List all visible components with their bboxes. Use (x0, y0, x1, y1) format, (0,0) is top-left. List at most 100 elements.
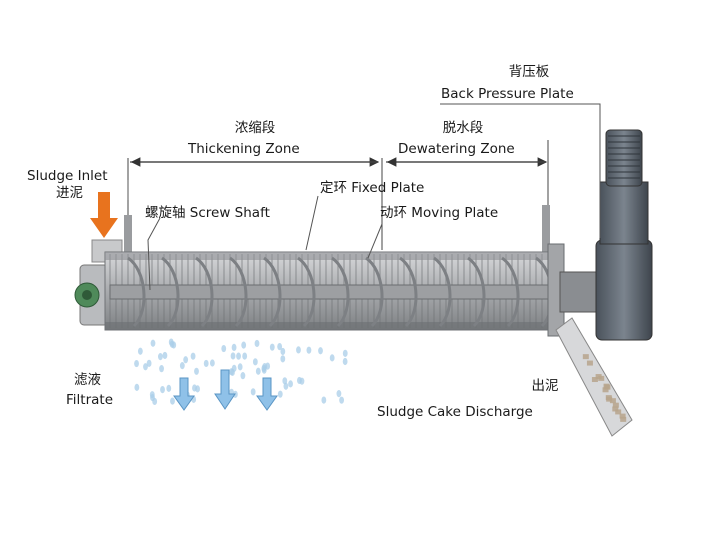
screw-flight (433, 256, 452, 328)
filtrate-drop (283, 382, 289, 390)
filtrate-drop (158, 353, 163, 361)
fixed-plate-label: 定环 Fixed Plate (320, 180, 425, 196)
screw-flight (399, 256, 418, 328)
back-pressure-label-en: Back Pressure Plate (441, 86, 574, 102)
filtrate-drop (336, 390, 342, 398)
filtrate-drop (179, 362, 185, 370)
filtrate-drop (321, 396, 327, 404)
filtrate-drop (297, 376, 302, 385)
filtrate-drop (306, 346, 312, 354)
filtrate-drop (329, 354, 335, 362)
screw-flight (331, 256, 350, 328)
screw-flight (263, 256, 282, 328)
filtrate-drop (255, 367, 261, 375)
filtrate-drop (242, 352, 248, 360)
discharge-label-en: Sludge Cake Discharge (377, 404, 533, 420)
filtrate-drop (231, 343, 237, 352)
dewatering-label-en: Dewatering Zone (398, 141, 515, 157)
filtrate-drop (152, 397, 158, 406)
filtrate-drop (134, 383, 140, 391)
filtrate-arrows (173, 369, 278, 411)
sludge-inlet-label-cn: 进泥 (56, 185, 83, 201)
screw-flight (127, 256, 146, 328)
filtrate-drop (192, 384, 197, 392)
sludge-cake-piece (604, 384, 611, 390)
filtrate-drop (168, 338, 174, 346)
sludge-inlet-label-en: Sludge Inlet (27, 168, 108, 184)
filtrate-drop (277, 342, 283, 351)
sludge-cake-piece (595, 374, 602, 380)
inlet-arrow (90, 192, 118, 238)
filtrate-drop (265, 362, 271, 370)
sludge-cake-piece (606, 396, 613, 402)
filtrate-drop (296, 346, 301, 354)
filtrate-drop (277, 390, 283, 398)
filtrate-drop (342, 357, 348, 366)
dewatering-label-cn: 脱水段 (442, 120, 484, 136)
filtrate-drop (237, 363, 243, 371)
moving-plate-label: 动环 Moving Plate (380, 205, 499, 221)
filtrate-drop (339, 396, 345, 404)
filtrate-drop (241, 341, 247, 349)
filtrate-label-en: Filtrate (66, 392, 113, 408)
filtrate-drop (280, 347, 286, 356)
filtrate-drop (209, 359, 215, 367)
sludge-cake-piece (612, 406, 619, 412)
zone-dimension-lines (127, 140, 549, 250)
filtrate-drop (146, 359, 152, 367)
filtrate-drop (261, 366, 267, 374)
filtrate-drop (252, 358, 258, 366)
screw-flight (501, 256, 520, 328)
screw-flight (467, 256, 486, 328)
filtrate-drop (137, 347, 143, 355)
gear-motor (559, 129, 653, 341)
filtrate-drops (134, 338, 348, 406)
screw-flight (195, 256, 214, 328)
screw-flight (161, 256, 180, 328)
filtrate-drop (194, 367, 199, 375)
filtrate-drop (282, 377, 288, 385)
filtrate-drop (269, 343, 275, 351)
filtrate-drop (166, 384, 172, 392)
filtrate-drop (230, 352, 236, 360)
sludge-cake-piece (619, 413, 626, 419)
filtrate-drop (143, 363, 148, 371)
filtrate-drop (160, 385, 165, 394)
filtrate-drop (288, 380, 293, 388)
sludge-cake (582, 354, 627, 422)
sludge-cake-piece (615, 409, 622, 415)
screw-shaft-label: 螺旋轴 Screw Shaft (145, 205, 270, 221)
thickening-label-cn: 浓缩段 (234, 120, 276, 136)
filtrate-drop (240, 372, 246, 380)
sludge-cake-piece (609, 398, 616, 404)
screw-flight (297, 256, 316, 328)
sludge-cake-piece (602, 387, 609, 393)
filtrate-drop (342, 349, 348, 357)
screw-flight (229, 256, 248, 328)
filtrate-drop (183, 356, 189, 364)
filtrate-drop (280, 355, 286, 363)
thickening-label-en: Thickening Zone (188, 141, 300, 157)
screw-flight (365, 256, 384, 328)
sludge-cake-piece (620, 416, 627, 422)
back-pressure-label-cn: 背压板 (508, 64, 550, 80)
filtrate-drop (190, 352, 196, 360)
sludge-cake-piece (582, 354, 589, 360)
filtrate-drop (150, 339, 156, 347)
discharge-chute (555, 317, 633, 437)
filtrate-drop (231, 364, 237, 372)
filtrate-drop (162, 351, 168, 360)
filtrate-drop (232, 390, 238, 398)
screw-flights (127, 256, 554, 328)
filtrate-drop (236, 352, 241, 360)
motor-fins (608, 135, 640, 179)
discharge-label-cn: 出泥 (531, 378, 559, 394)
filtrate-drop (318, 347, 323, 355)
left-end-cap (74, 264, 109, 326)
filtrate-drop (250, 388, 256, 396)
filtrate-drop (170, 397, 175, 405)
filtrate-drop (203, 359, 209, 368)
filtrate-label-cn: 滤液 (74, 372, 101, 388)
filtrate-drop (159, 365, 164, 373)
